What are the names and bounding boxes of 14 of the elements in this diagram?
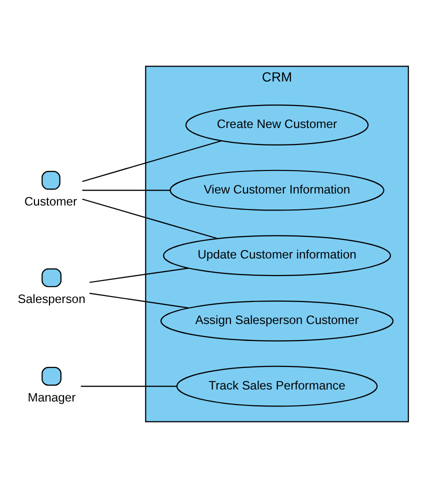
node-label: Manager xyxy=(28,390,76,405)
node-ellipse: View Customer Information xyxy=(170,170,384,211)
connector xyxy=(82,190,170,191)
node-ellipse: Assign Salesperson Customer xyxy=(160,300,394,342)
connector xyxy=(89,268,189,283)
node-label: Customer xyxy=(24,194,78,209)
node-label: Salesperson xyxy=(18,292,86,306)
node-ellipse: Track Sales Performance xyxy=(176,366,378,407)
connector xyxy=(80,386,177,387)
node-ellipse: Create New Customer xyxy=(185,104,369,146)
connector xyxy=(89,292,189,309)
connector xyxy=(82,140,222,182)
connector xyxy=(82,198,218,240)
node-ellipse: Update Customer information xyxy=(163,235,391,276)
